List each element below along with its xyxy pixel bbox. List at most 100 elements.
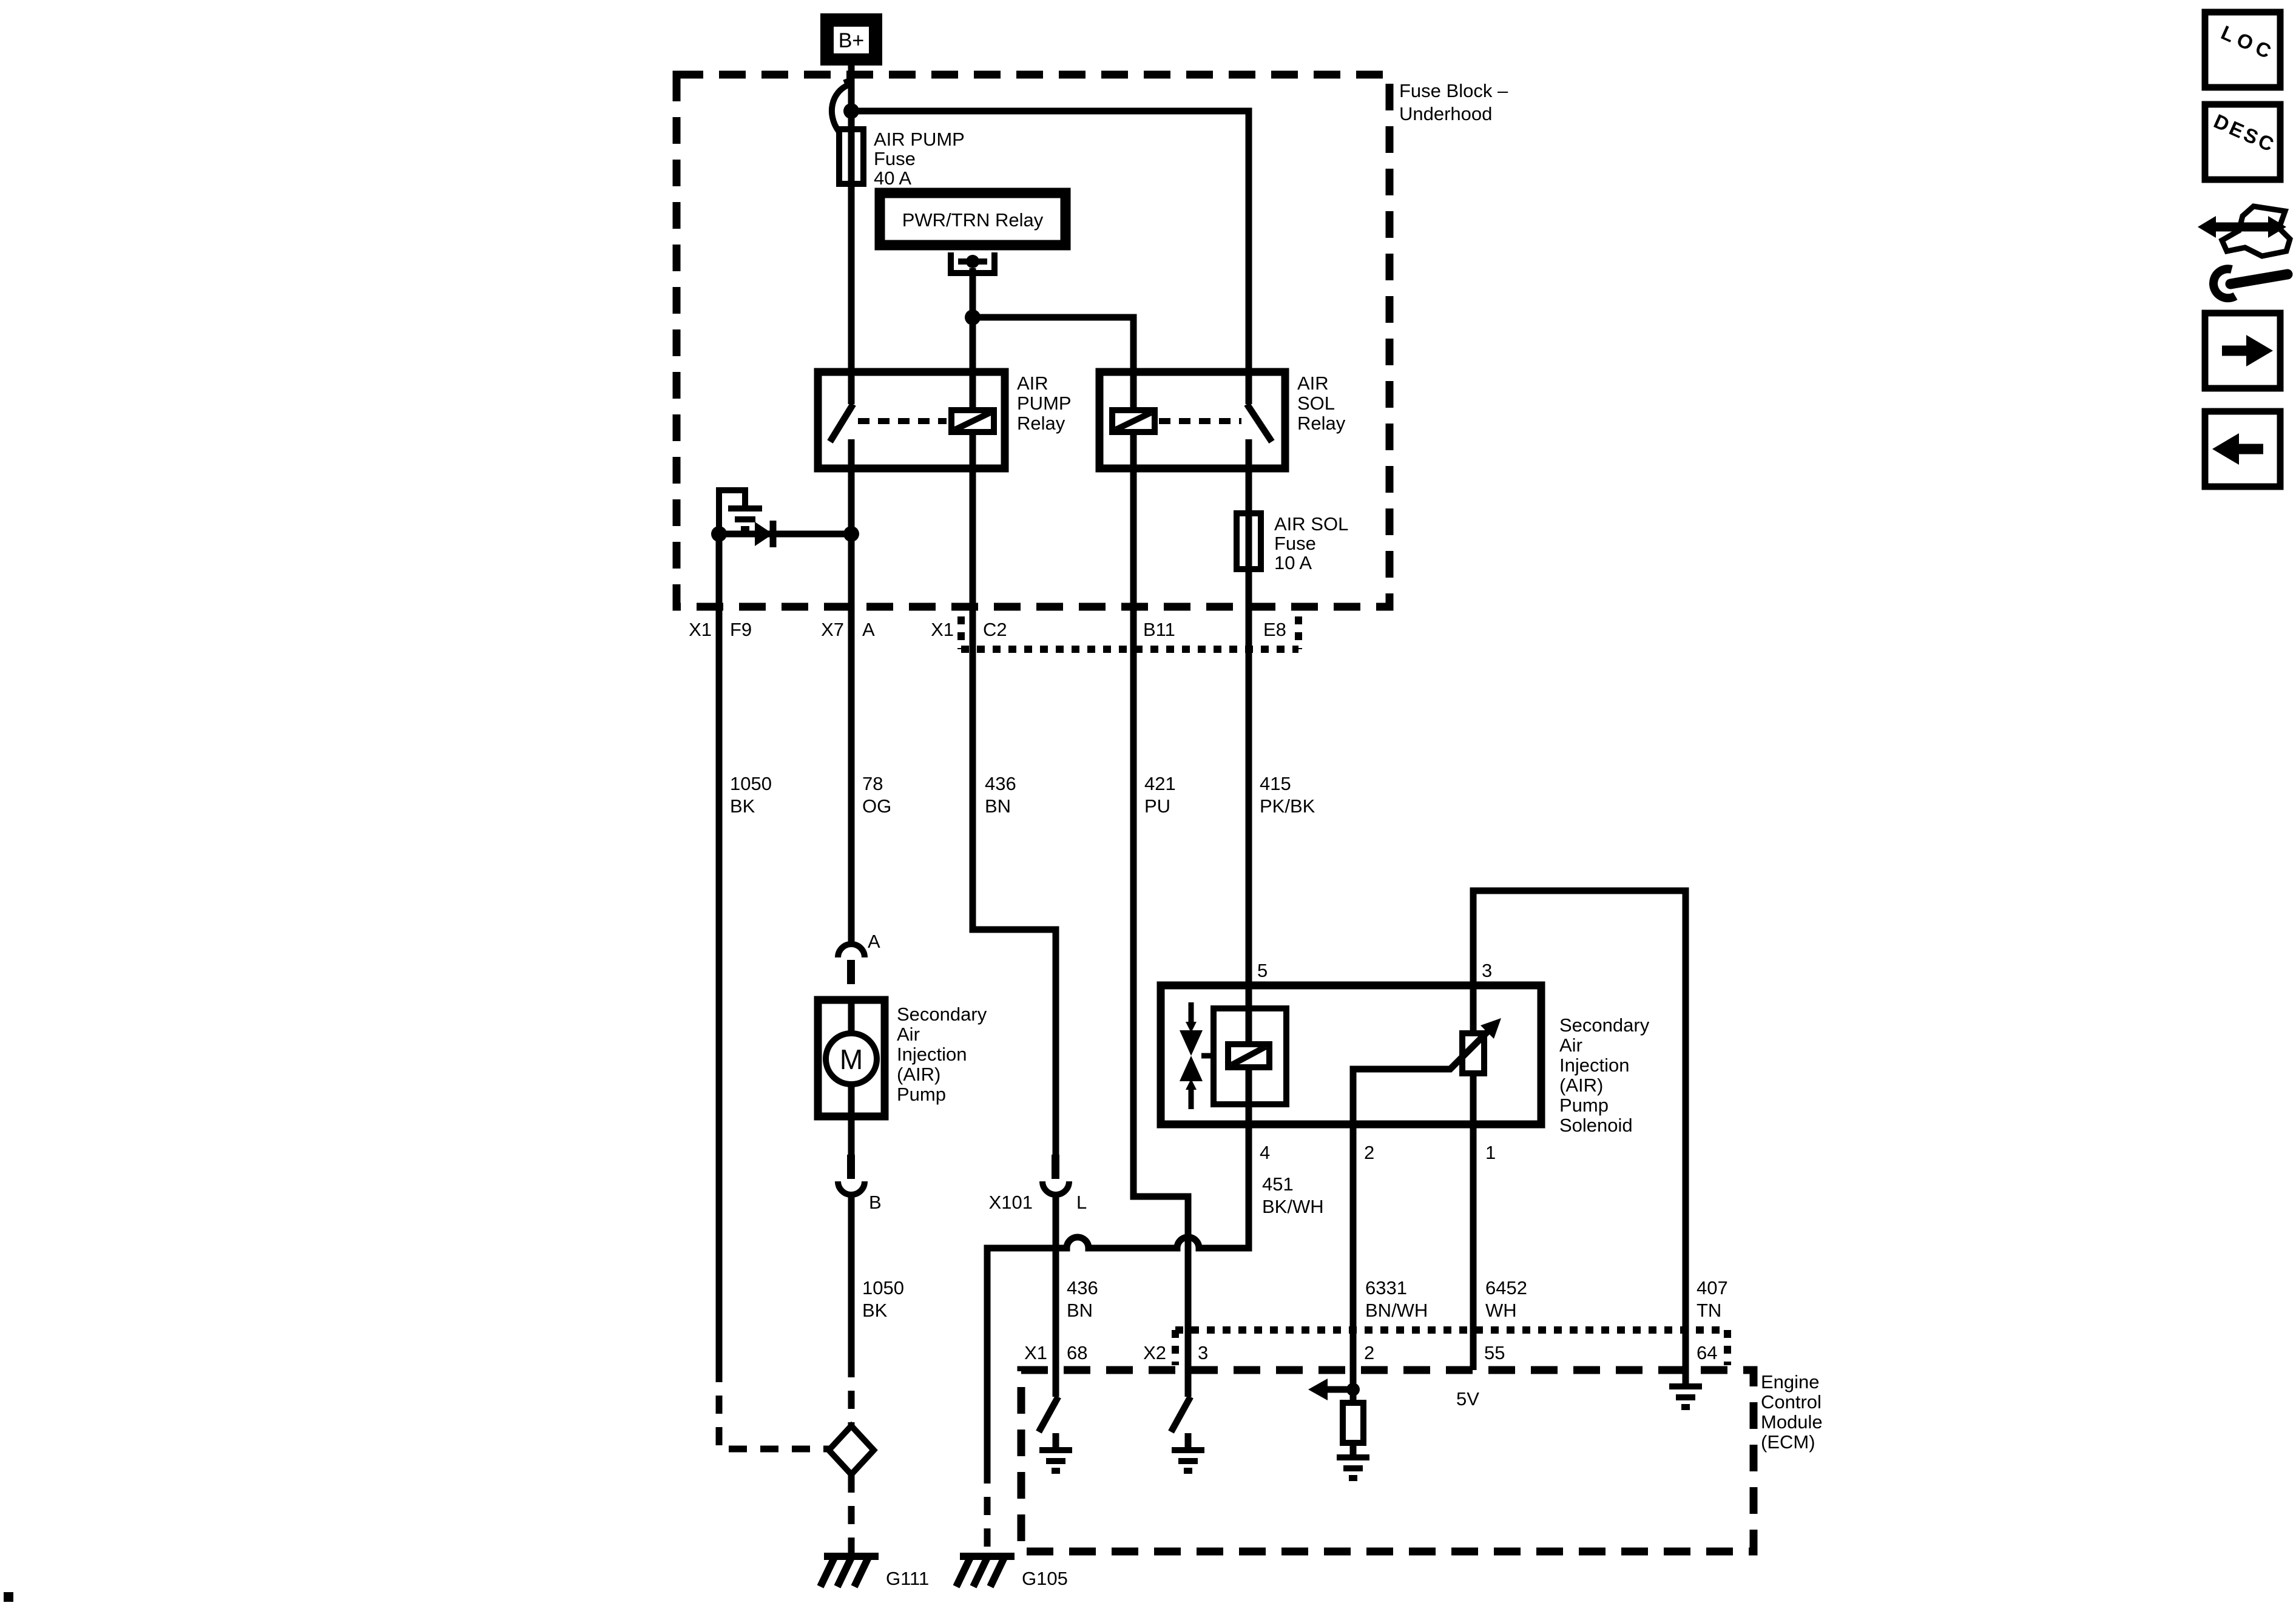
coil-branch-to-airsol (973, 314, 1137, 410)
g105-ground-icon (953, 1553, 1015, 1588)
solenoid-pin5-label: 5 (1257, 960, 1268, 981)
pin-x1b-label: X1 (931, 619, 954, 640)
page-artifact-dot (4, 1592, 13, 1602)
pump-pin-a-label: A (868, 931, 880, 952)
repair-navigation-icon[interactable] (2198, 203, 2294, 303)
solenoid-label-1: Secondary (1559, 1014, 1650, 1036)
wire-436b-circuit: 436 (1067, 1277, 1098, 1298)
ecm-signal-arrowhead (1308, 1379, 1328, 1400)
pin-a-label: A (862, 619, 875, 640)
ecm-pin64-ground-icon (1669, 1383, 1702, 1410)
wire-6331-circuit: 6331 (1365, 1277, 1407, 1298)
wire-6452-color: WH (1485, 1300, 1517, 1321)
wire-451-bkwh (984, 1124, 1252, 1465)
wire-421-circuit: 421 (1144, 773, 1176, 794)
desc-button[interactable] (2201, 101, 2284, 183)
wire-78-color: OG (862, 795, 891, 817)
ecm-pin-x2-label: X2 (1143, 1342, 1166, 1363)
ecm-label-3: Module (1761, 1411, 1823, 1433)
air-pump-fuse-label-1: AIR PUMP (874, 129, 965, 150)
ecm-5v-reference-label: 5V (1456, 1388, 1479, 1409)
ecm-label-1: Engine (1761, 1371, 1820, 1393)
air-pump-relay-label-3: Relay (1017, 413, 1065, 434)
solenoid-label-3: Injection (1559, 1055, 1629, 1076)
wire-407-tn (1470, 887, 1689, 1370)
air-sol-relay-label-3: Relay (1297, 413, 1346, 434)
air-sol-relay-coil-diagonal (1114, 410, 1153, 433)
wire-1050-bk-left-dashed (715, 1364, 830, 1453)
wire-436b-color: BN (1067, 1300, 1093, 1321)
air-sol-relay-label-1: AIR (1297, 373, 1329, 394)
air-pump-relay-label-1: AIR (1017, 373, 1048, 394)
pin-x7-label: X7 (821, 619, 844, 640)
air-pump-fuse-label-2: Fuse (874, 148, 916, 169)
ecm-pin-68-label: 68 (1067, 1342, 1087, 1363)
pwr-trn-output-terminal-dot (966, 255, 979, 268)
solenoid-pin3-label: 3 (1482, 960, 1492, 981)
x101-label: X101 (989, 1192, 1033, 1213)
wire-6452-circuit: 6452 (1485, 1277, 1527, 1298)
sensor-wiper-wire (1349, 1029, 1490, 1124)
x101-connector-blade (1052, 1155, 1059, 1179)
battery-positive-label: B+ (839, 29, 865, 52)
wire-6331-color: BN/WH (1365, 1300, 1428, 1321)
chassis-ground-icon-fuseblock (728, 505, 762, 532)
pin-x1a-label: X1 (689, 619, 712, 640)
solenoid-label-5: Pump (1559, 1095, 1609, 1116)
ecm-pin-2-label: 2 (1364, 1342, 1374, 1363)
pin-e8-label: E8 (1263, 619, 1286, 640)
pump-connector-b-cup (835, 1181, 868, 1198)
solenoid-label-6: Solenoid (1559, 1115, 1633, 1136)
air-sol-relay-box (1095, 368, 1289, 473)
air-pump-relay-label-2: PUMP (1017, 393, 1072, 414)
valve-upper-triangle (1180, 1030, 1203, 1056)
wire-436-bn (969, 432, 1059, 1155)
pump-label-5: Pump (897, 1084, 946, 1105)
fuse-block-title-line1: Fuse Block – (1399, 80, 1508, 101)
ecm-pin-55-label: 55 (1484, 1342, 1505, 1363)
pump-connector-a-cup (835, 941, 868, 958)
pin-c2-label: C2 (983, 619, 1007, 640)
pump-label-2: Air (897, 1024, 920, 1045)
wire-407-circuit: 407 (1697, 1277, 1728, 1298)
bplus-junction-dot (843, 103, 859, 119)
solenoid-label-2: Air (1559, 1035, 1582, 1056)
wire-421-color: PU (1144, 795, 1170, 817)
wrench-jaw (2209, 265, 2238, 303)
solenoid-pin1-label: 1 (1485, 1142, 1496, 1163)
pump-label-3: Injection (897, 1044, 967, 1065)
wire-436-circuit: 436 (985, 773, 1016, 794)
wire-1050b-circuit: 1050 (862, 1277, 904, 1298)
ecm-driver-68-ground-icon (1039, 1447, 1072, 1474)
loc-button[interactable] (2201, 8, 2284, 91)
bplus-branch-to-airsol-relay (851, 107, 1252, 372)
ecm-label-2: Control (1761, 1391, 1822, 1413)
diode-ground-hook (716, 487, 748, 534)
feed-continuation-squiggle (828, 78, 851, 133)
solenoid-pin2-label: 2 (1364, 1142, 1374, 1163)
pump-pin-b-label: B (869, 1192, 882, 1213)
air-pump-fuse-label-3: 40 A (874, 167, 911, 189)
wire-1050b-color: BK (862, 1300, 888, 1321)
wire-451-color: BK/WH (1262, 1196, 1324, 1217)
wire-1050-color: BK (730, 795, 755, 817)
battery-terminal-inner (834, 27, 869, 53)
valve-arrowhead-up (1186, 1079, 1197, 1090)
solenoid-pin4-label: 4 (1260, 1142, 1270, 1163)
ecm-pin-64-label: 64 (1697, 1342, 1717, 1363)
x101-pin-l-label: L (1076, 1192, 1087, 1213)
wrench-handle (2225, 269, 2293, 289)
motor-letter: M (840, 1044, 863, 1075)
air-sol-fuse-label-1: AIR SOL (1274, 513, 1348, 535)
motor-circle-icon (823, 1030, 880, 1087)
splice-diamond-icon (825, 1421, 878, 1479)
wire-415-color: PK/BK (1260, 795, 1315, 817)
wire-421-pu (1130, 468, 1192, 1370)
g111-ground-icon (817, 1553, 879, 1588)
wire-415-circuit: 415 (1260, 773, 1291, 794)
forward-arrow-icon (2246, 335, 2273, 366)
g111-label: G111 (886, 1568, 929, 1589)
pwr-trn-relay-box (874, 187, 1071, 251)
wire-1050-circuit: 1050 (730, 773, 772, 794)
